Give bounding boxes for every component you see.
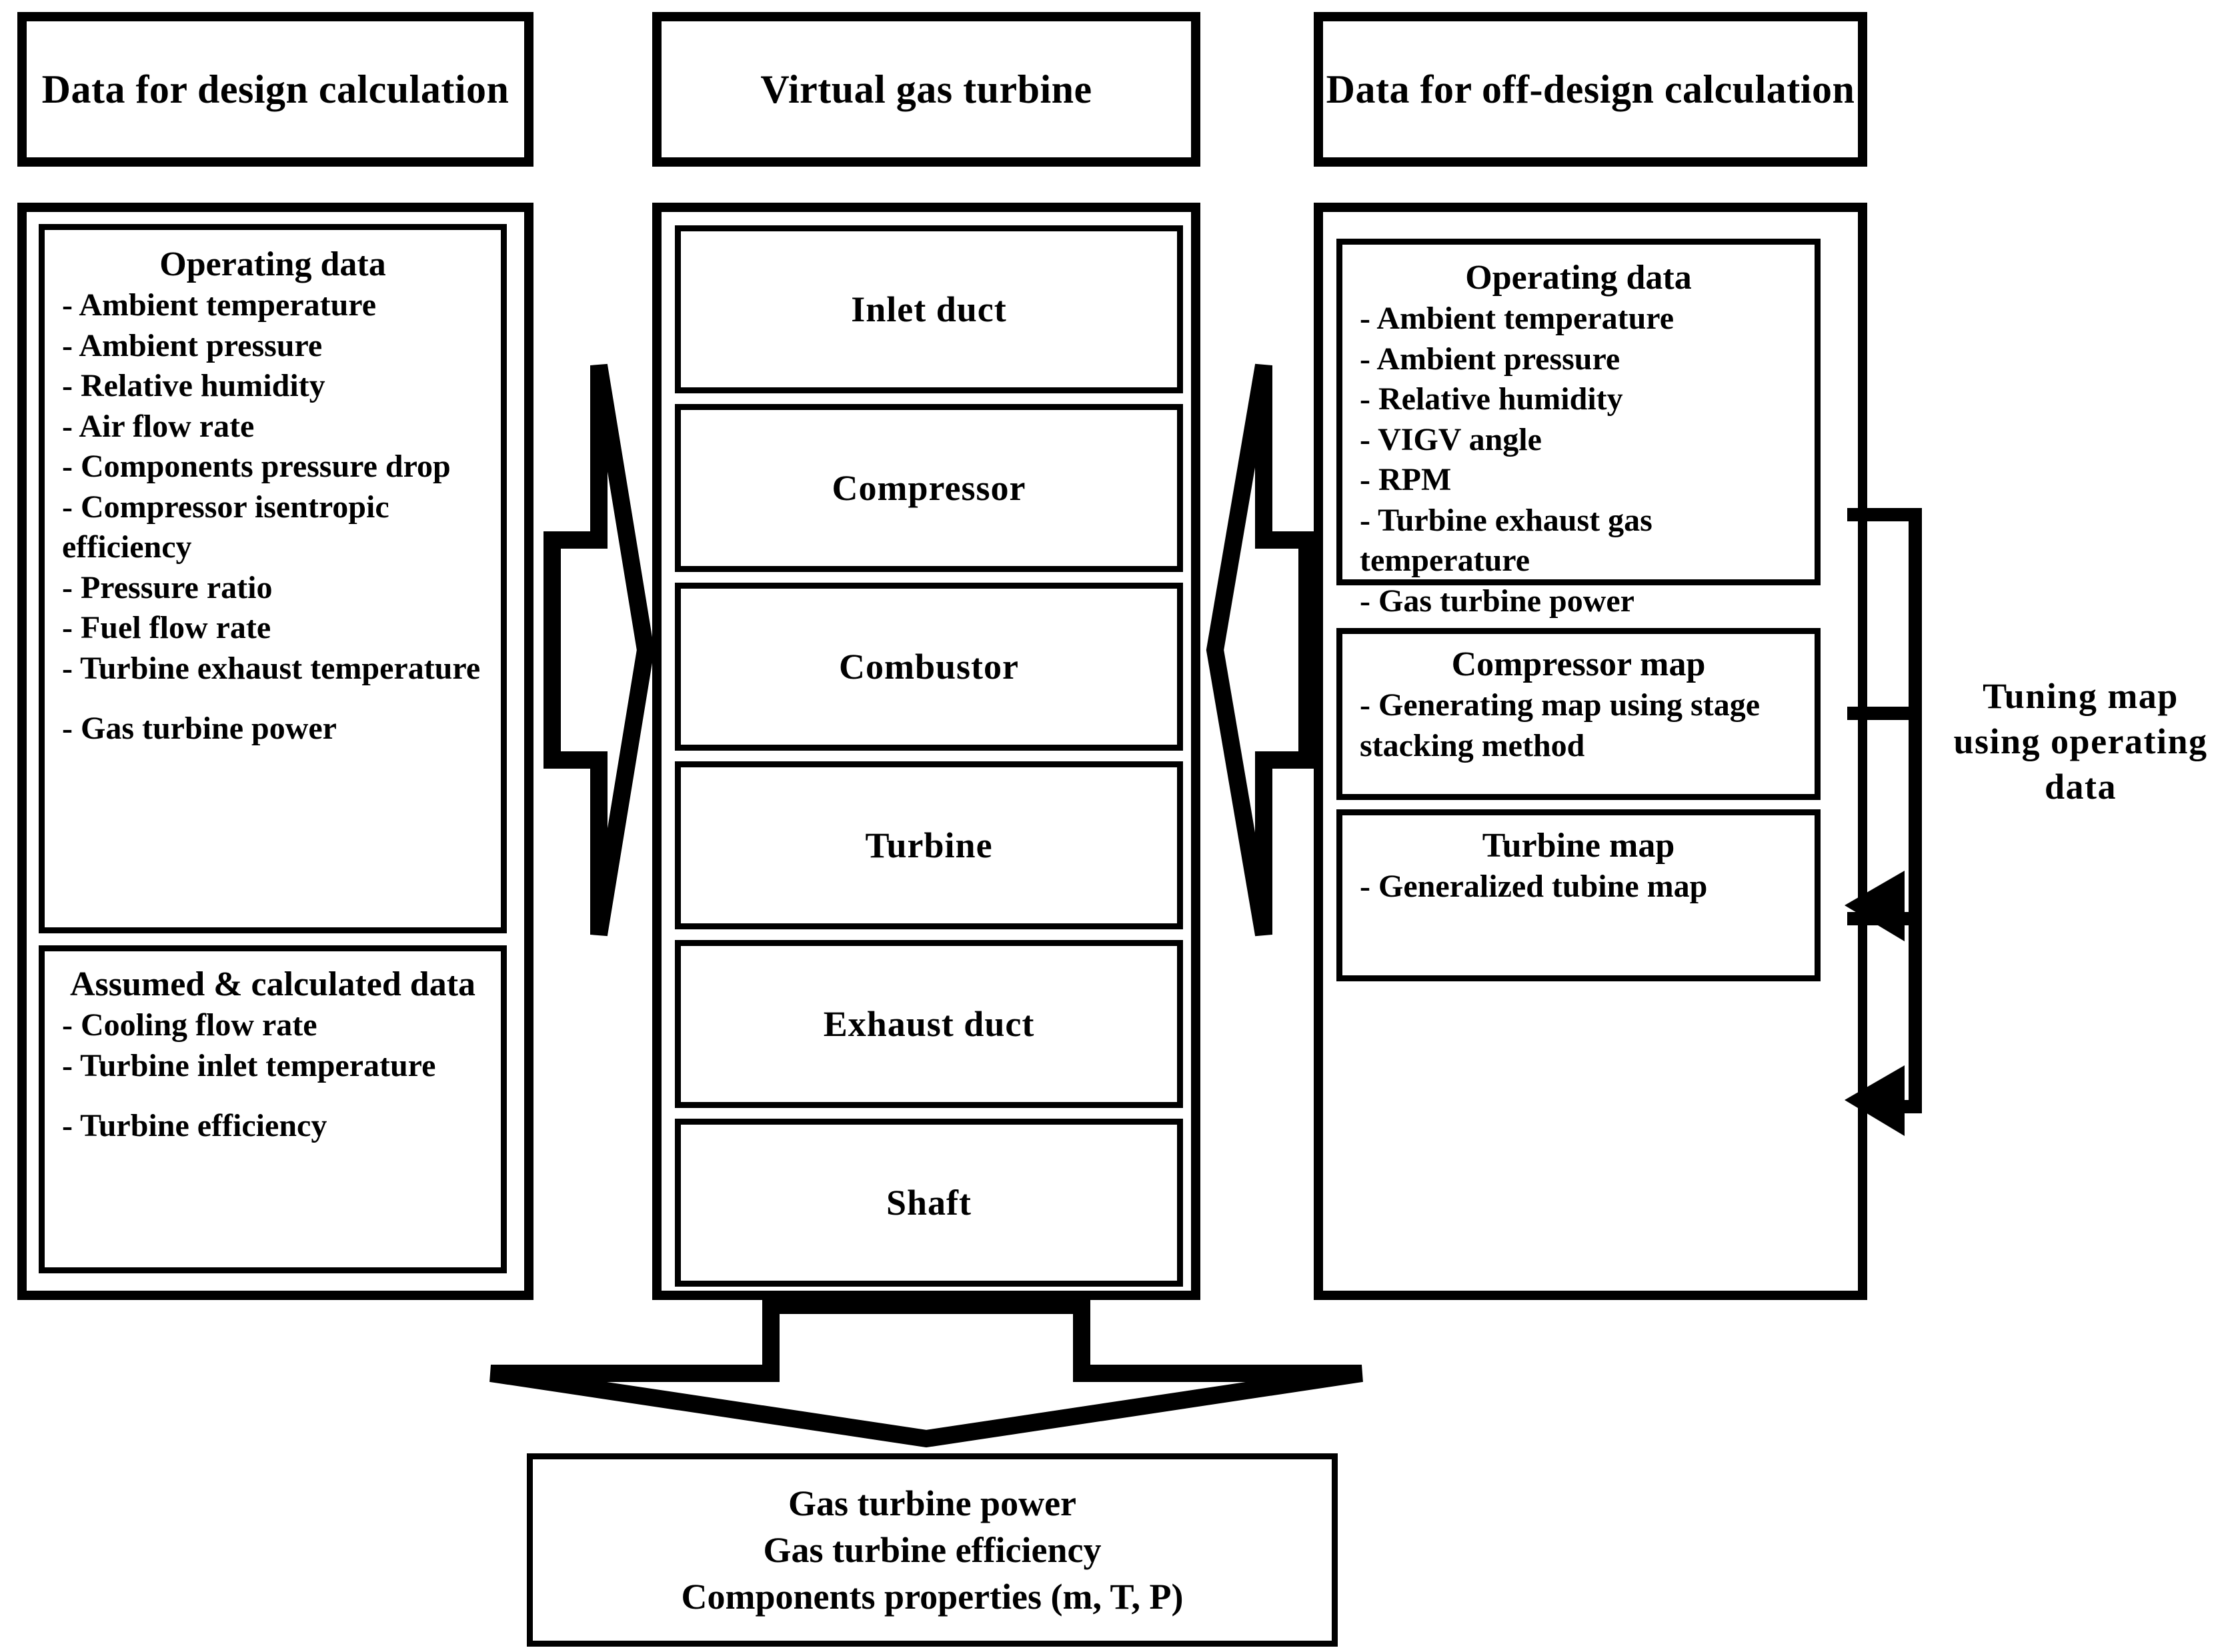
operating-data-list: - Ambient temperature - Ambient pressure…	[1360, 299, 1797, 621]
header-label-virtual-gas-turbine: Virtual gas turbine	[760, 67, 1092, 111]
list-item: - Air flow rate	[62, 408, 255, 444]
list-item: - RPM	[1360, 462, 1452, 498]
header-box-design: Data for design calculation	[17, 12, 533, 167]
output-line: Gas turbine power	[788, 1483, 1076, 1523]
list-item: - Ambient temperature	[62, 287, 376, 323]
turbine-map-title: Turbine map	[1482, 827, 1675, 865]
list-item: - Turbine efficiency	[62, 1108, 327, 1144]
header-box-offdesign: Data for off-design calculation	[1314, 12, 1867, 167]
component-label: Shaft	[886, 1183, 972, 1223]
list-item: - Compressor isentropic efficiency	[62, 489, 389, 565]
panel-offdesign-data: Operating data - Ambient temperature - A…	[1314, 203, 1867, 1300]
component-box-shaft[interactable]: Shaft	[675, 1119, 1183, 1287]
output-line: Gas turbine efficiency	[763, 1529, 1102, 1570]
output-box: Gas turbine power Gas turbine efficiency…	[527, 1453, 1338, 1647]
list-item: - Ambient pressure	[62, 327, 323, 363]
compressor-map-title: Compressor map	[1451, 645, 1706, 683]
operating-data-title: Operating data	[159, 245, 386, 283]
panel-design-data: Operating data - Ambient temperature - A…	[17, 203, 533, 1300]
arrow-turbine-to-output-outline	[489, 1297, 1363, 1448]
component-box-turbine[interactable]: Turbine	[675, 761, 1183, 929]
arrow-design-to-turbine	[559, 703, 644, 861]
output-line: Components properties (m, T, P)	[681, 1577, 1184, 1617]
compressor-map-list: - Generating map using stage stacking me…	[1360, 685, 1797, 766]
component-box-inlet-duct[interactable]: Inlet duct	[675, 225, 1183, 393]
header-label-design: Data for design calculation	[41, 67, 509, 111]
operating-data-list: - Ambient temperature - Ambient pressure…	[62, 285, 483, 749]
assumed-calculated-list: - Cooling flow rate - Turbine inlet temp…	[62, 1005, 483, 1146]
box-operating-data-offdesign: Operating data - Ambient temperature - A…	[1336, 239, 1821, 619]
component-box-compressor[interactable]: Compressor	[675, 404, 1183, 572]
component-label: Compressor	[832, 468, 1026, 508]
list-item: - Generalized tubine map	[1360, 869, 1708, 905]
assumed-calculated-title: Assumed & calculated data	[69, 965, 476, 1003]
turbine-map-list: - Generalized tubine map	[1360, 867, 1797, 907]
list-item: - Generating map using stage stacking me…	[1360, 687, 1760, 763]
component-label: Inlet duct	[851, 289, 1007, 329]
tuning-map-connector-spine	[1861, 515, 1922, 1113]
box-assumed-calculated-data: Assumed & calculated data - Cooling flow…	[39, 945, 507, 1273]
operating-data-title: Operating data	[1465, 259, 1692, 297]
component-box-combustor[interactable]: Combustor	[675, 583, 1183, 751]
list-item: - Components pressure drop	[62, 449, 451, 485]
list-item: - Gas turbine power	[1360, 583, 1634, 619]
box-turbine-map: Turbine map - Generalized tubine map	[1336, 809, 1821, 981]
tuning-map-caption-text: Tuning map using operating data	[1953, 676, 2208, 807]
arrow-offdesign-to-turbine-outline	[1206, 363, 1316, 937]
list-item: - Ambient temperature	[1360, 301, 1674, 337]
panel-virtual-gas-turbine: Inlet duct Compressor Combustor Turbine …	[652, 203, 1200, 1300]
list-item: - Cooling flow rate	[62, 1007, 317, 1043]
tuning-map-caption: Tuning map using operating data	[1941, 673, 2221, 809]
list-item: - Relative humidity	[1360, 381, 1623, 417]
box-compressor-map: Compressor map - Generating map using st…	[1336, 628, 1821, 800]
arrow-design-to-turbine-outline	[543, 363, 655, 937]
header-label-offdesign: Data for off-design calculation	[1326, 67, 1855, 111]
list-item: - Relative humidity	[62, 368, 325, 404]
component-box-exhaust-duct[interactable]: Exhaust duct	[675, 940, 1183, 1108]
component-label: Turbine	[865, 825, 993, 865]
box-operating-data-design: Operating data - Ambient temperature - A…	[39, 224, 507, 933]
list-item: - Ambient pressure	[1360, 341, 1620, 377]
list-item: - Fuel flow rate	[62, 610, 271, 646]
list-item: - Turbine exhaust gas temperature	[1360, 502, 1652, 579]
component-label: Combustor	[838, 647, 1019, 687]
list-item: - VIGV angle	[1360, 421, 1542, 457]
list-item: - Turbine inlet temperature	[62, 1047, 436, 1083]
list-item: - Pressure ratio	[62, 569, 273, 605]
list-item: - Gas turbine power	[62, 711, 337, 747]
list-item: - Turbine exhaust temperature	[62, 650, 481, 686]
header-box-virtual-gas-turbine: Virtual gas turbine	[652, 12, 1200, 167]
component-label: Exhaust duct	[823, 1004, 1035, 1044]
